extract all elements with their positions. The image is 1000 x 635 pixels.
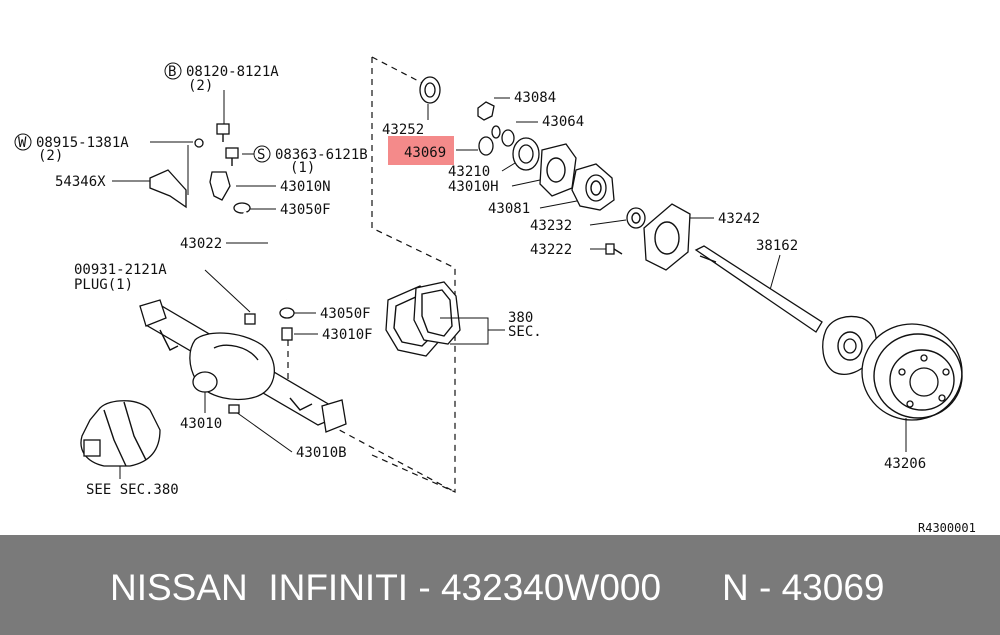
b-symbol-letter: B: [168, 64, 176, 80]
leader-38162: [769, 254, 781, 291]
ring-43232: [626, 207, 646, 229]
label-38162: 38162: [756, 238, 798, 254]
label-43010h: 43010H: [448, 179, 499, 195]
bolt-08120: [216, 123, 230, 142]
washer-08915: [194, 138, 204, 148]
ring-43069: [478, 136, 494, 156]
parts-diagram: B 08120-8121A (2) W 08915-1381A (2) S 08…: [14, 56, 976, 535]
washer-43064: [501, 129, 515, 147]
label-43010: 43010: [180, 416, 222, 432]
label-43206: 43206: [884, 456, 926, 472]
plate-43010h: [539, 143, 577, 197]
retainer-43081: [571, 163, 615, 211]
label-43069: 43069: [404, 145, 446, 161]
w-symbol-letter: W: [18, 135, 27, 151]
fitting-43010f: [281, 327, 293, 341]
w-symbol: [14, 133, 32, 151]
label-43050f-b: 43050F: [320, 306, 371, 322]
highlight-43069: [388, 136, 454, 165]
leader-00931: [204, 269, 251, 313]
b-symbol: [164, 62, 182, 80]
leader-sec380: [440, 317, 489, 345]
label-54346: 54346X: [55, 174, 106, 190]
label-08915: 08915-1381A: [36, 135, 129, 151]
caption-bar: NISSAN INFINITI - 432340W000 N - 43069: [0, 535, 1000, 635]
fitting-43010b: [228, 404, 240, 414]
plug-00931: [244, 313, 256, 325]
axle-shaft-38162: [694, 245, 877, 375]
label-sec380-num: 380: [508, 310, 533, 326]
label-43242: 43242: [718, 211, 760, 227]
label-43050f-a: 43050F: [280, 202, 331, 218]
dashed-axle-line: [329, 424, 456, 493]
label-43010b: 43010B: [296, 445, 347, 461]
label-43084: 43084: [514, 90, 556, 106]
label-43010n: 43010N: [280, 179, 331, 195]
leader-43232: [589, 219, 627, 226]
caption-part-number: NISSAN INFINITI - 432340W000: [110, 567, 662, 608]
leader-43010b: [235, 411, 293, 453]
bracket-54346: [149, 169, 187, 209]
caption-diagram-ref: N - 43069: [722, 567, 885, 608]
label-08915-qty: (2): [38, 148, 63, 164]
label-43010f: 43010F: [322, 327, 373, 343]
label-08120-qty: (2): [188, 78, 213, 94]
label-43222: 43222: [530, 242, 572, 258]
boot-sec380: [80, 400, 161, 467]
leader-43081: [539, 199, 583, 209]
label-00931: 00931-2121A: [74, 262, 167, 278]
seal-43252: [419, 76, 441, 104]
label-43064: 43064: [542, 114, 584, 130]
nut-43084: [477, 101, 495, 121]
label-08120: 08120-8121A: [186, 64, 279, 80]
label-43081: 43081: [488, 201, 530, 217]
label-43252: 43252: [382, 122, 424, 138]
washer-small: [491, 125, 501, 139]
label-sec380-sec: SEC.: [508, 324, 542, 340]
hose-43022-inner: [243, 210, 288, 301]
clamp-43050f-a: [233, 202, 251, 214]
gasket-sec380: [385, 281, 461, 357]
label-08363: 08363-6121B: [275, 147, 368, 163]
leader-43010h: [511, 179, 541, 187]
hose-43022: [243, 211, 287, 301]
s-symbol-letter: S: [257, 147, 265, 163]
brake-drum-43206: [861, 323, 963, 421]
label-43210: 43210: [448, 164, 490, 180]
clamp-43050f-b: [279, 307, 295, 319]
label-see-sec380: SEE SEC.380: [86, 482, 179, 498]
dashed-box-left: [371, 57, 456, 493]
bolt-43222: [605, 243, 623, 255]
label-08363-qty: (1): [290, 160, 315, 176]
axle-housing-43010: [139, 299, 347, 433]
label-43022: 43022: [180, 236, 222, 252]
label-43232: 43232: [530, 218, 572, 234]
backing-plate-43242: [643, 203, 691, 271]
bearing-43210: [512, 137, 540, 171]
reference-code: R4300001: [918, 521, 976, 535]
label-00931-note: PLUG(1): [74, 277, 133, 293]
bolt-08363: [225, 147, 239, 166]
connector-43010n: [209, 171, 231, 201]
